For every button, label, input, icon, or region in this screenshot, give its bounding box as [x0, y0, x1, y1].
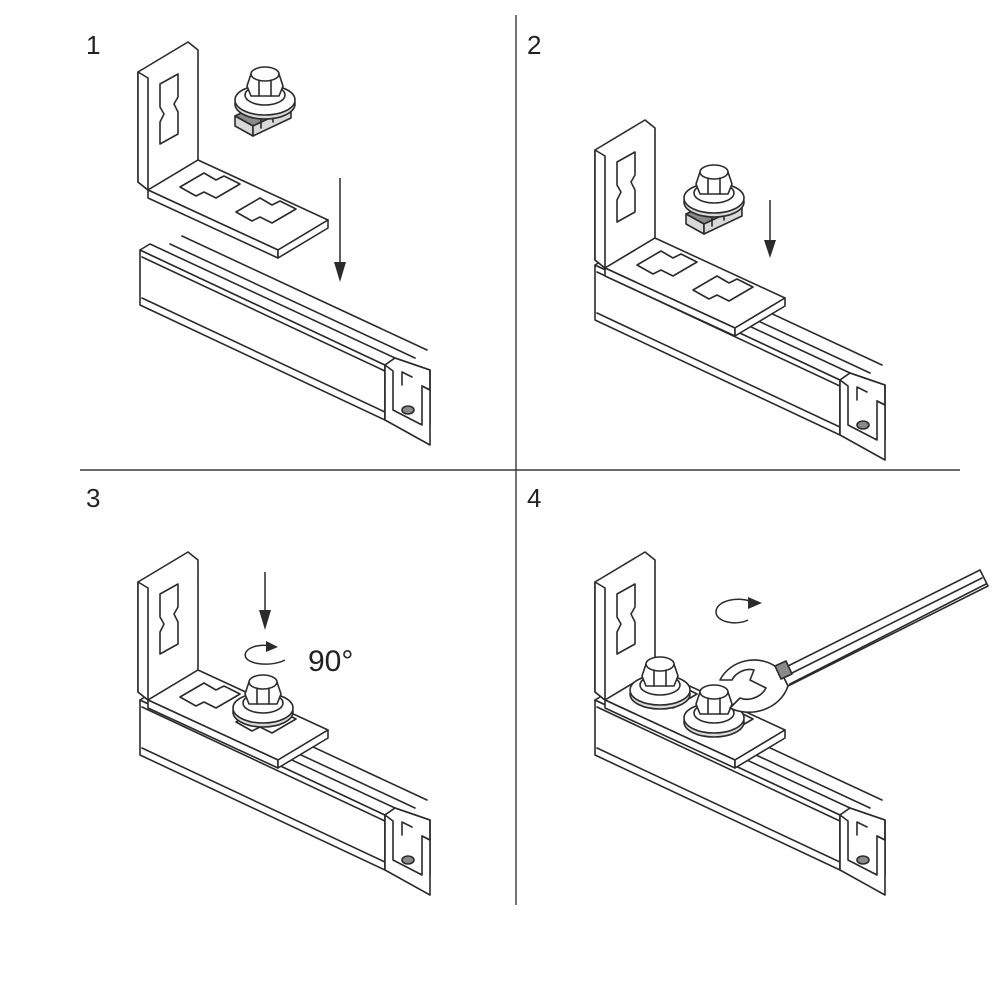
down-arrow-icon	[334, 178, 346, 282]
wrench-icon	[719, 569, 989, 714]
rotate-arrow-icon	[244, 641, 286, 665]
step-3-illustration	[137, 551, 431, 896]
step-1-illustration	[137, 41, 431, 446]
bolt-assembly	[232, 674, 294, 728]
step-number-2: 2	[527, 30, 542, 60]
bolt-assembly	[234, 66, 296, 137]
rotate-arrow-icon	[715, 597, 762, 624]
step-4-illustration	[594, 551, 989, 896]
down-arrow-icon	[259, 572, 271, 630]
bolt-assembly	[683, 164, 745, 235]
rotation-angle-label: 90°	[308, 645, 354, 678]
step-number-4: 4	[527, 483, 542, 513]
down-arrow-icon	[764, 200, 776, 258]
step-2-illustration	[594, 119, 886, 461]
step-number-3: 3	[86, 483, 101, 513]
step-number-1: 1	[86, 30, 101, 60]
angle-bracket	[137, 41, 329, 259]
